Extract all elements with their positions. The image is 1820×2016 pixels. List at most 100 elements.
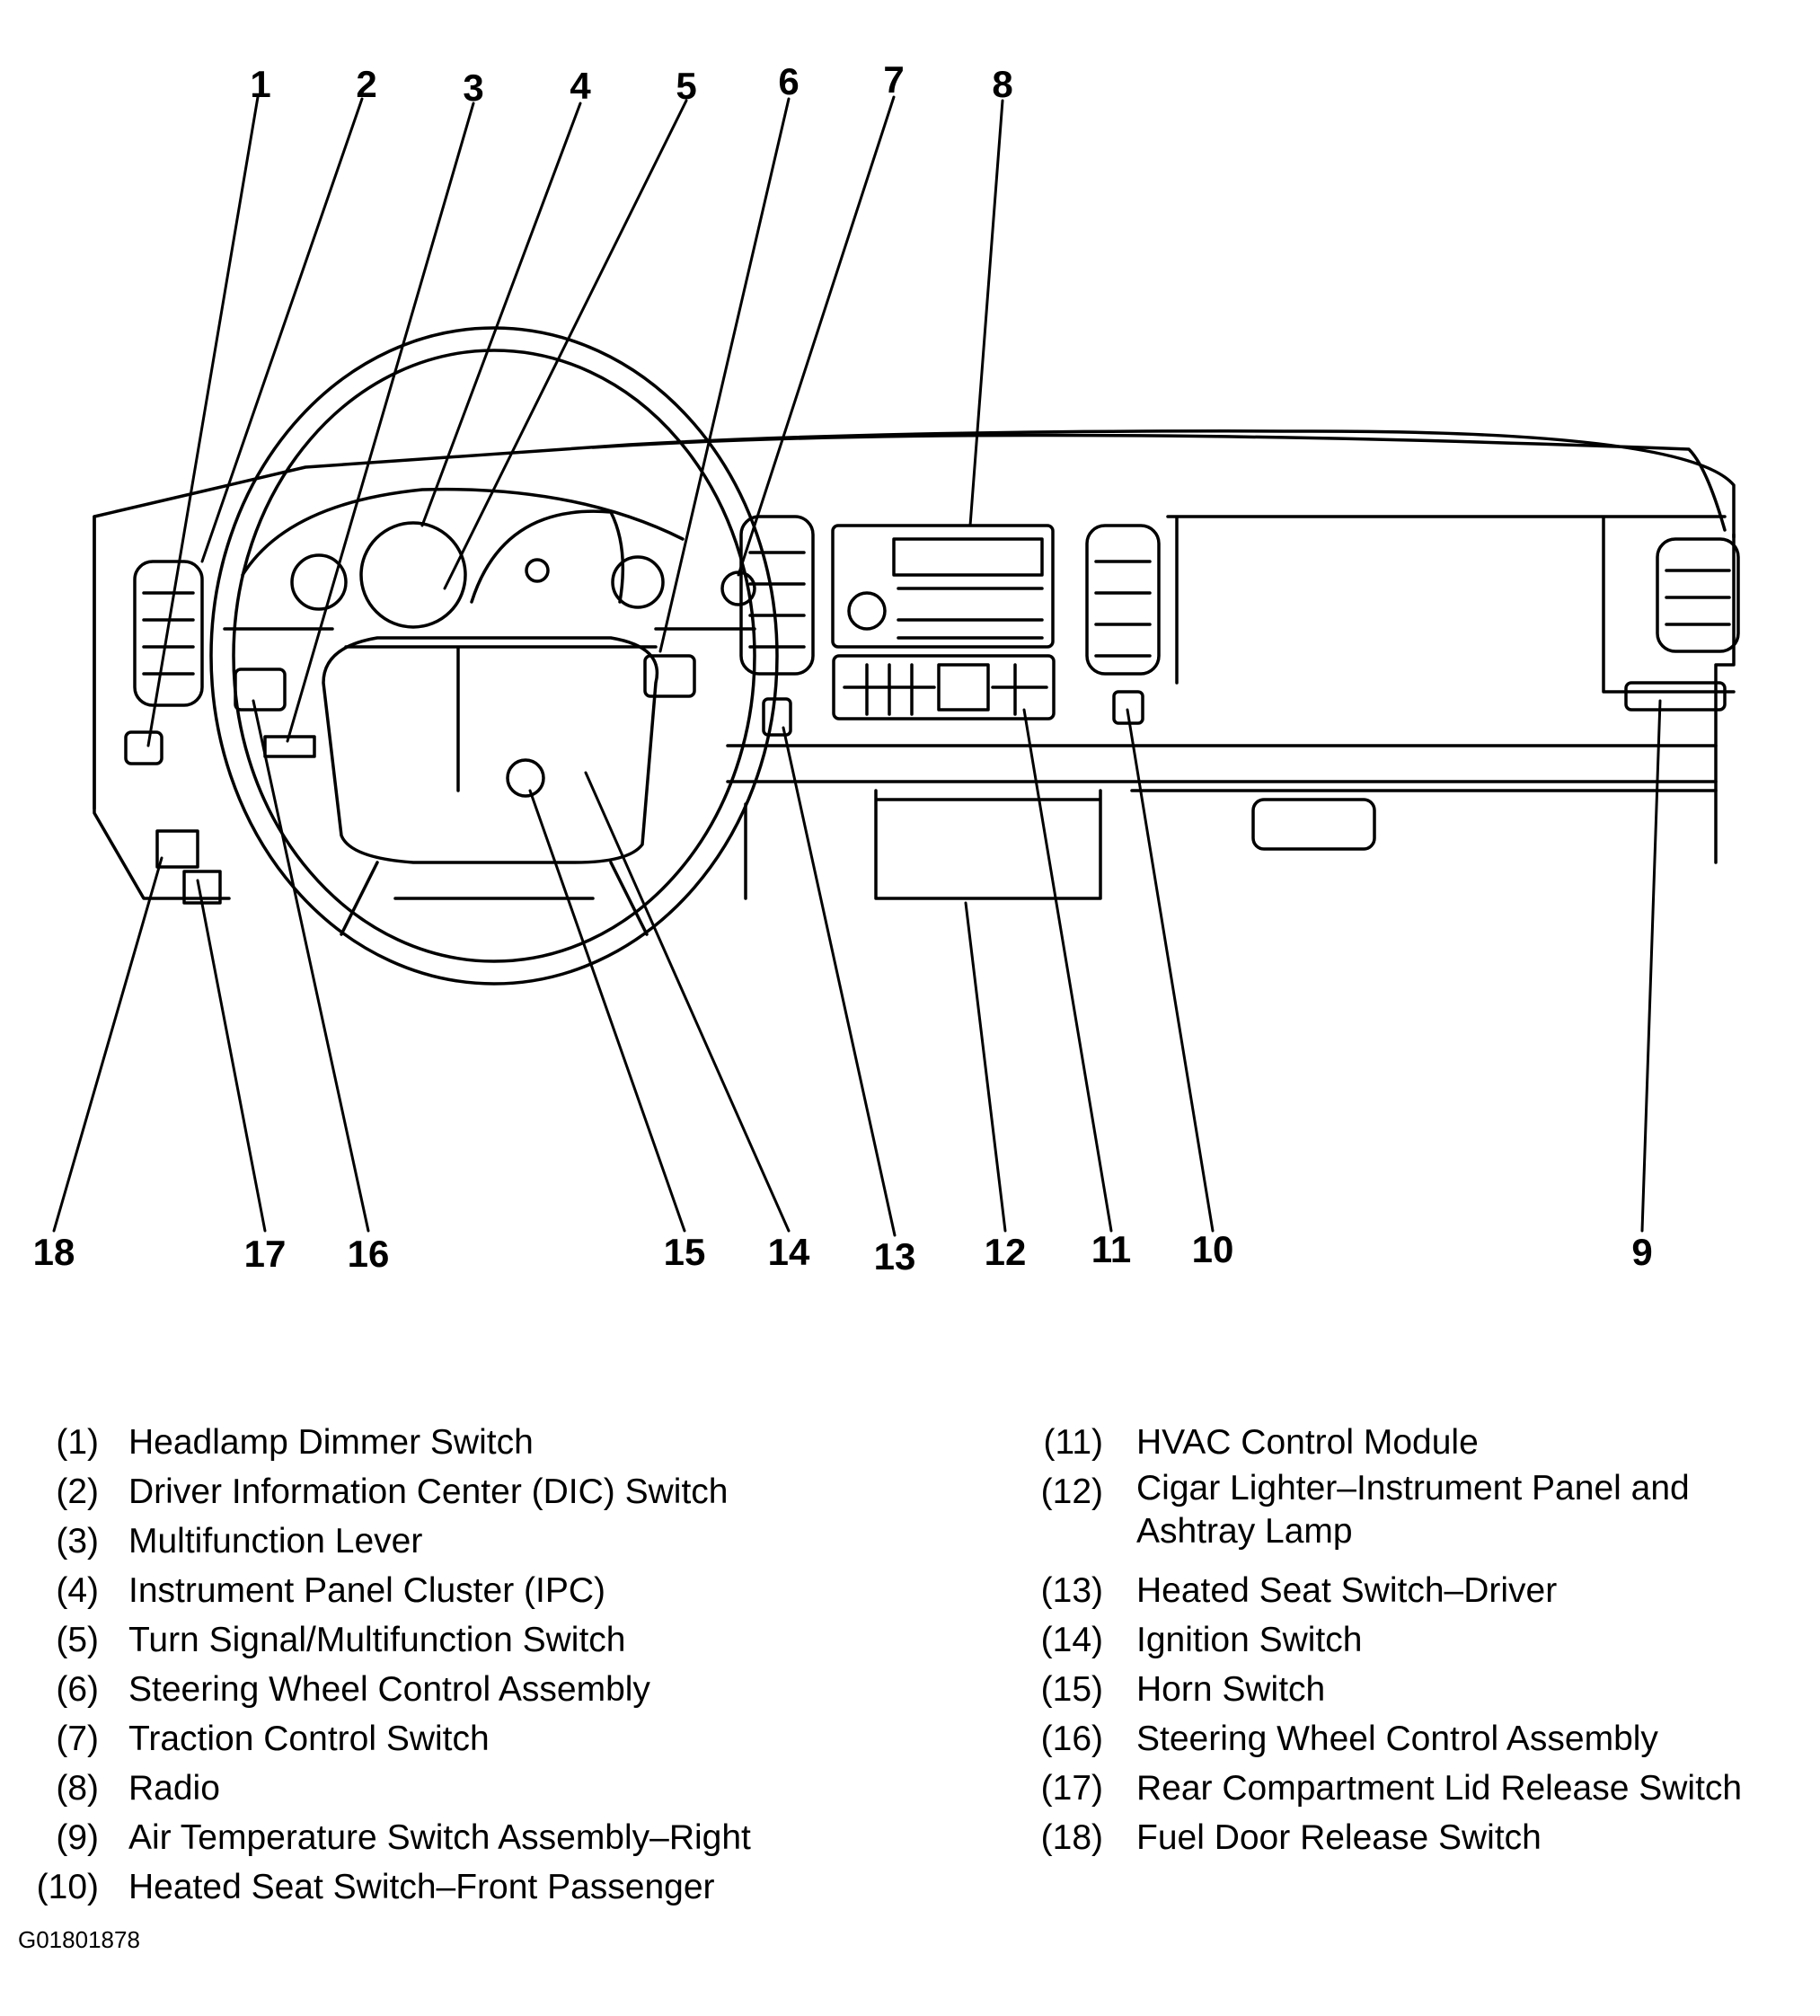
legend-item: (18) Fuel Door Release Switch <box>1031 1813 1742 1862</box>
dashboard-lower-trim <box>726 744 1718 900</box>
legend-text: Radio <box>128 1769 220 1808</box>
leader-line-11 <box>1022 708 1113 1233</box>
steering-spokes <box>223 627 756 936</box>
dashboard-right-edge <box>1714 533 1736 864</box>
legend-text: Heated Seat Switch–Driver <box>1136 1571 1558 1610</box>
steering-wheel-inner <box>232 349 756 963</box>
leader-line-5 <box>443 99 688 590</box>
legend-item: (13)Heated Seat Switch–Driver <box>1031 1566 1742 1615</box>
legend-text: Cigar Lighter–Instrument Panel and Ashtr… <box>1136 1469 1690 1551</box>
callout-11: 11 <box>1091 1228 1131 1270</box>
left-vent <box>133 560 204 707</box>
callout-3: 3 <box>463 66 483 109</box>
temp-gauge <box>611 555 665 609</box>
legend-item: (8)Radio <box>27 1764 751 1813</box>
legend-text: Fuel Door Release Switch <box>1136 1818 1542 1857</box>
legend-text: Traction Control Switch <box>128 1720 490 1758</box>
figure-id: G01801878 <box>18 1926 140 1953</box>
callout-16: 16 <box>348 1233 390 1275</box>
legend-number: (12) <box>1040 1472 1103 1511</box>
legend-text: Turn Signal/Multifunction Switch <box>128 1621 626 1659</box>
dashboard-upper-line <box>1166 515 1736 694</box>
multifunction-lever <box>263 735 316 758</box>
legend-item: (9) Air Temperature Switch Assembly–Right <box>27 1813 751 1862</box>
legend-item: (3)Multifunction Lever <box>27 1516 751 1566</box>
leader-line-6 <box>658 97 791 653</box>
legend-text: Driver Information Center (DIC) Switch <box>128 1472 729 1511</box>
leader-line-7 <box>737 95 896 577</box>
steering-hub <box>322 636 659 864</box>
dashboard-left-edge <box>93 515 231 900</box>
radio-unit <box>831 524 1055 649</box>
fuel-gauge <box>290 553 348 611</box>
leader-line-8 <box>968 99 1004 527</box>
leader-line-10 <box>1126 708 1215 1233</box>
callout-17: 17 <box>244 1233 287 1275</box>
legend-number: (14) <box>1040 1621 1103 1659</box>
leader-line-3 <box>286 102 475 743</box>
leader-line-17 <box>196 879 267 1233</box>
leader-line-15 <box>528 789 686 1233</box>
leader-line-2 <box>200 97 364 563</box>
speedometer-hub <box>525 558 550 583</box>
center-left-vent <box>739 515 815 676</box>
legend-number: (2) <box>56 1472 99 1511</box>
legend-number: (16) <box>1040 1720 1103 1758</box>
legend-text: Air Temperature Switch Assembly–Right <box>128 1818 751 1857</box>
callout-18: 18 <box>33 1231 75 1273</box>
legend-number: (4) <box>56 1571 99 1610</box>
leader-line-13 <box>782 726 897 1237</box>
dashboard-top-pad <box>591 433 1727 532</box>
legend-item: (1) Headlamp Dimmer Switch <box>27 1418 751 1467</box>
left-wheel-switch <box>234 668 287 712</box>
callout-4: 4 <box>570 65 591 107</box>
legend-text: Steering Wheel Control Assembly <box>128 1670 650 1709</box>
legend-item: (7)Traction Control Switch <box>27 1714 751 1764</box>
legend-item: (4) Instrument Panel Cluster (IPC) <box>27 1566 751 1615</box>
callout-1: 1 <box>250 63 270 105</box>
legend-left-column: (1) Headlamp Dimmer Switch (2) Driver Info… <box>27 1418 751 1912</box>
horn-button <box>506 758 545 798</box>
callout-7: 7 <box>883 58 904 101</box>
legend-number: (1) <box>56 1423 99 1462</box>
legend-number: (15) <box>1040 1670 1103 1709</box>
legend-item: (12) Cigar Lighter–Instrument Panel and A… <box>1031 1467 1742 1566</box>
callout-12: 12 <box>985 1231 1027 1273</box>
legend-number: (6) <box>56 1670 99 1709</box>
callout-10: 10 <box>1192 1228 1234 1270</box>
legend-item: (16)Steering Wheel Control Assembly <box>1031 1714 1742 1764</box>
legend-text: Rear Compartment Lid Release Switch <box>1136 1769 1743 1808</box>
right-temp-switch <box>1624 681 1727 712</box>
legend-number: (18) <box>1040 1818 1103 1857</box>
legend-text: Heated Seat Switch–Front Passenger <box>128 1868 715 1906</box>
leader-line-16 <box>252 699 370 1233</box>
legend-item: (11) HVAC Control Module <box>1031 1418 1742 1467</box>
driver-seat-switch <box>762 697 792 737</box>
legend-number: (9) <box>56 1818 99 1857</box>
legend-text: Instrument Panel Cluster (IPC) <box>128 1571 606 1610</box>
legend-number: (5) <box>56 1621 99 1659</box>
legend-number: (3) <box>56 1522 99 1561</box>
tachometer <box>359 521 467 629</box>
callout-14: 14 <box>768 1231 810 1273</box>
leader-line-18 <box>52 856 163 1233</box>
callout-5: 5 <box>676 65 696 107</box>
legend-number: (17) <box>1040 1769 1103 1808</box>
dashboard-diagram: 1 2 3 4 5 6 7 8 9 10 11 12 13 14 15 16 1… <box>33 58 1740 1278</box>
right-vent <box>1656 537 1740 653</box>
legend-text: Ignition Switch <box>1136 1621 1363 1659</box>
legend-number: (11) <box>1043 1423 1103 1462</box>
center-right-vent <box>1085 524 1161 676</box>
legend-item: (10)Heated Seat Switch–Front Passenger <box>27 1862 751 1912</box>
glovebox-latch <box>1251 798 1376 851</box>
legend-text: Headlamp Dimmer Switch <box>128 1423 534 1462</box>
leader-line-1 <box>146 95 260 747</box>
callout-2: 2 <box>356 63 376 105</box>
legend-item: (5) Turn Signal/Multifunction Switch <box>27 1615 751 1665</box>
steering-wheel-outer <box>209 326 779 986</box>
hub-divider <box>344 645 658 792</box>
legend-text: HVAC Control Module <box>1136 1423 1479 1462</box>
legend-item: (14) Ignition Switch <box>1031 1615 1742 1665</box>
legend-item: (17) Rear Compartment Lid Release Switch <box>1031 1764 1742 1813</box>
fuel-door-switch <box>155 829 199 869</box>
